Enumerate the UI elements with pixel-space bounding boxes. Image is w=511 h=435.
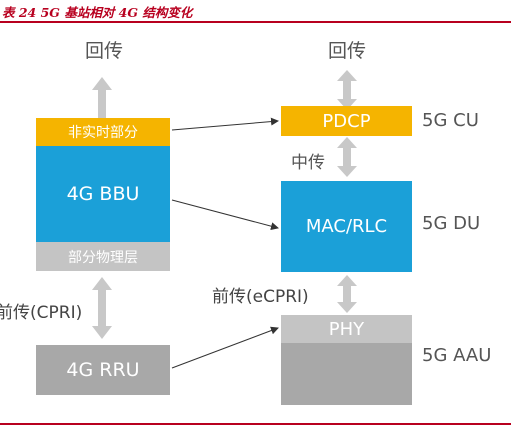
left-fronthaul-label: 前传(CPRI) [0, 303, 83, 323]
aau-label: 5G AAU [422, 345, 492, 366]
midhaul-label: 中传 [291, 153, 325, 173]
caption-divider [0, 21, 511, 23]
right-backhaul-label: 回传 [328, 40, 367, 62]
du-label: 5G DU [422, 213, 481, 234]
bbu-box: 4G BBU [36, 146, 170, 242]
left-backhaul-arrow [92, 77, 112, 118]
left-backhaul-label: 回传 [85, 40, 124, 62]
left-fronthaul-arrow [92, 277, 112, 339]
cu-label: 5G CU [422, 110, 479, 131]
arrow-nonrt-to-pdcp [171, 117, 279, 131]
phy-box: PHY [281, 315, 412, 343]
right-backhaul-arrow [337, 70, 357, 110]
aau-body-box [281, 343, 412, 405]
non-realtime-box: 非实时部分 [36, 118, 170, 146]
mac-rlc-box: MAC/RLC [281, 181, 412, 272]
figure-caption: 表 24 5G 基站相对 4G 结构变化 [2, 5, 193, 20]
arrow-rru-to-phy [171, 326, 279, 369]
right-fronthaul-label: 前传(eCPRI) [212, 287, 309, 307]
partial-phy-box: 部分物理层 [36, 242, 170, 271]
midhaul-arrow [337, 137, 357, 177]
rru-box: 4G RRU [36, 345, 170, 395]
right-fronthaul-arrow [337, 275, 357, 313]
bottom-divider [0, 423, 511, 425]
pdcp-box: PDCP [281, 106, 412, 136]
arrow-bbu-to-mac [171, 199, 279, 231]
